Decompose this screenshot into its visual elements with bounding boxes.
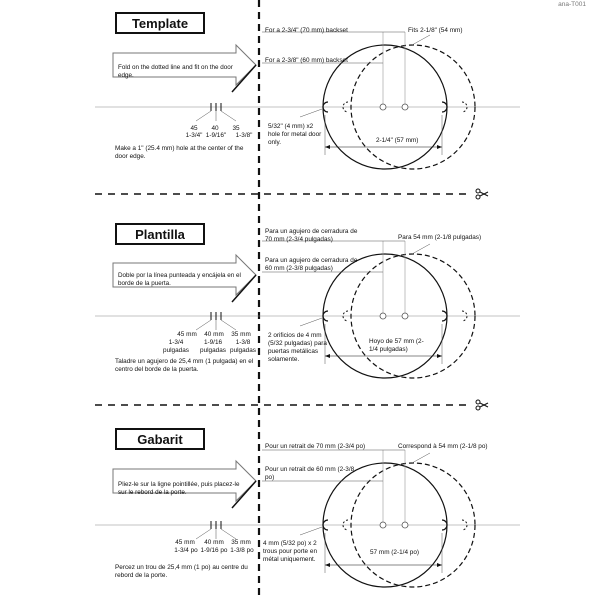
screw-hole-right [441,101,448,113]
leader-fits [411,452,431,464]
mark-leader [195,319,212,331]
screw-hole-left [322,310,329,322]
mark-leader [220,528,237,540]
dim-arrow-left [325,563,330,567]
scissors-icon [475,399,489,411]
backset-60-label: Para un agujero de cerradura de 60 mm (2… [265,257,358,272]
leader-hole [299,317,323,327]
screw-hole-left-alt [342,519,349,531]
mark-40: 40 mm [204,331,224,338]
make-hole-note: Taladre un agujero de 25,4 mm (1 pulgada… [115,358,254,373]
fold-pointer [231,64,257,93]
make-hole-note: Make a 1" (25.4 mm) hole at the center o… [115,145,244,160]
fits-label: Para 54 mm (2-1/8 pulgadas) [398,234,482,241]
fold-instruction: Pliez-le sur la ligne pointillée, puis p… [118,481,240,496]
mark-leader [220,110,237,122]
leader-hole [299,526,323,536]
backset-70-label: Para un agujero de cerradura de 70 mm (2… [265,228,358,243]
metal-hole-note: 5/32" (4 mm) x2 hole for metal door only… [268,123,322,146]
mark-35-in: 1-3/8 po [230,547,254,554]
mark-45: 45 mm [177,331,197,338]
mark-45: 45 [190,125,198,132]
fits-label: Correspond à 54 mm (2-1/8 po) [398,443,488,450]
dim-arrow-left [325,354,330,358]
center-mark [401,312,409,320]
mark-45-in: 1-3/4" [185,132,203,139]
section-title: Gabarit [115,428,205,450]
mark-40-in: 1-9/16" [205,132,227,139]
dim-arrow-left [325,145,330,149]
screw-hole-left [322,101,329,113]
mark-35: 35 mm [231,539,251,546]
center-mark [401,103,409,111]
fold-arrow [112,253,257,297]
center-mark [379,103,387,111]
fits-label: Fits 2-1/8" (54 mm) [408,27,463,34]
screw-hole-right-alt [461,310,468,322]
mark-35: 35 mm [231,331,251,338]
backset-60-label: Pour un retrait de 60 mm (2-3/8 po) [265,466,355,481]
section-title: Template [115,12,205,34]
mark-40: 40 [211,125,219,132]
mark-35-in: 1-3/8" [235,132,253,139]
screw-hole-right [441,310,448,322]
backset-70-label: Pour un retrait de 70 mm (2-3/4 po) [265,443,366,450]
mark-leader [220,319,237,331]
backset-70-label: For a 2-3/4" (70 mm) backset [265,27,348,34]
bore-circle-dashed [350,253,476,379]
screw-hole-left-alt [342,310,349,322]
scissors-icon [475,188,489,200]
mark-leader [195,528,212,540]
dim-57-label: 57 mm (2-1/4 po) [370,549,420,556]
screw-hole-left-alt [342,101,349,113]
leader-fits [411,243,431,255]
mark-45: 45 mm [175,539,195,546]
leader-fits [411,34,431,46]
fold-pointer [231,274,257,303]
mark-40: 40 mm [204,539,224,546]
screw-hole-left [322,519,329,531]
dim-57-label: 2-1/4" (57 mm) [376,137,419,144]
bore-circle-dashed [350,462,476,588]
screw-hole-right-alt [461,519,468,531]
backset-60-label: For a 2-3/8" (60 mm) backset [265,57,348,64]
dim-arrow-right [437,563,442,567]
section-title: Plantilla [115,223,205,245]
bore-circle-dashed [350,44,476,170]
metal-hole-note: 2 orificios de 4 mm (5/32 pulgadas) para… [268,332,327,363]
fold-arrow [112,459,257,503]
fold-instruction: Fold on the dotted line and fit on the d… [118,64,233,79]
leader-hole [299,108,323,118]
mark-45-in: 1-3/4 po [174,547,198,554]
metal-hole-note: 4 mm (5/32 po) x 2 trous pour porte en m… [263,540,317,563]
mark-40-in: 1-9/16 po [200,547,228,554]
dim-57-label: Hoyo de 57 mm (2-1/4 pulgadas) [369,338,424,353]
document-code: ana-T001 [558,1,586,8]
mark-35: 35 [232,125,240,132]
dim-arrow-right [437,354,442,358]
make-hole-note: Percez un trou de 25,4 mm (1 po) au cent… [115,564,248,579]
screw-hole-right-alt [461,101,468,113]
center-mark [379,312,387,320]
screw-hole-right [441,519,448,531]
mark-leader [195,110,212,122]
mark-35-in: 1-3/8 pulgadas [230,339,256,354]
mark-45-in: 1-3/4 pulgadas [163,339,189,354]
fold-instruction: Doble por la línea punteada y encájela e… [118,272,241,287]
center-mark [379,521,387,529]
center-mark [401,521,409,529]
dim-arrow-right [437,145,442,149]
fold-pointer [231,480,257,509]
mark-40-in: 1-9/16 pulgadas [200,339,226,354]
fold-arrow [112,43,257,87]
